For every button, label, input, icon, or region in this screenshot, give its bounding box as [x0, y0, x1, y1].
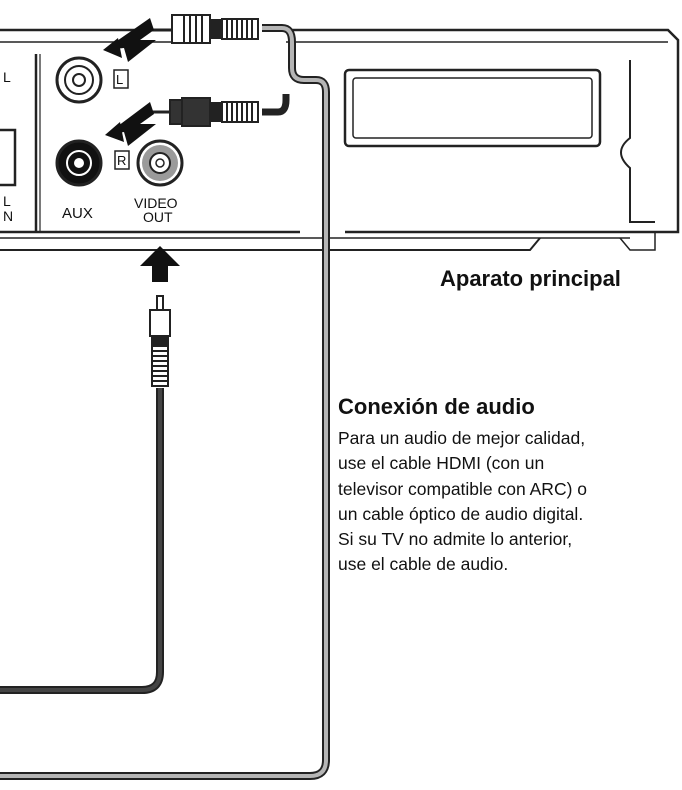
arrow-up-icon — [140, 246, 180, 282]
display-window — [343, 68, 602, 148]
audio-note-line: televisor compatible con ARC) o — [338, 478, 587, 499]
aux-r-label: R — [117, 153, 126, 168]
video-cable — [0, 388, 164, 694]
aux-r-jack — [55, 139, 103, 187]
audio-note-body: Para un audio de mejor calidad, use el c… — [338, 426, 682, 578]
panel-l-label-lower: L — [3, 193, 11, 209]
audio-connection-note: Conexión de audio Para un audio de mejor… — [338, 394, 682, 578]
panel-n-label: N — [3, 208, 13, 224]
video-out-label-line2: OUT — [143, 209, 173, 225]
rca-plug-icon — [152, 97, 259, 127]
audio-note-line: Para un audio de mejor calidad, — [338, 428, 586, 448]
arrow-in-icon — [103, 18, 156, 62]
audio-note-line: use el cable de audio. — [338, 554, 509, 575]
audio-note-line: Si su TV no admite lo anterior, — [338, 529, 573, 550]
aux-l-label: L — [116, 72, 123, 87]
dark-audio-cable — [262, 94, 290, 116]
rca-plug-icon — [152, 14, 259, 44]
rca-plug-icon — [149, 295, 171, 387]
main-unit-body — [0, 28, 680, 251]
audio-note-title: Conexión de audio — [338, 394, 535, 419]
audio-note-line: use el cable HDMI (con un — [338, 453, 545, 474]
aux-l-jack — [55, 56, 103, 104]
video-out-label-line1: VIDEO — [134, 195, 178, 211]
aux-label: AUX — [62, 205, 93, 222]
arrow-in-icon — [105, 102, 156, 146]
video-out-jack — [136, 139, 184, 187]
panel-l-label: L — [3, 69, 11, 85]
main-unit-label: Aparato principal — [440, 266, 621, 291]
audio-note-line: un cable óptico de audio digital. — [338, 503, 584, 524]
